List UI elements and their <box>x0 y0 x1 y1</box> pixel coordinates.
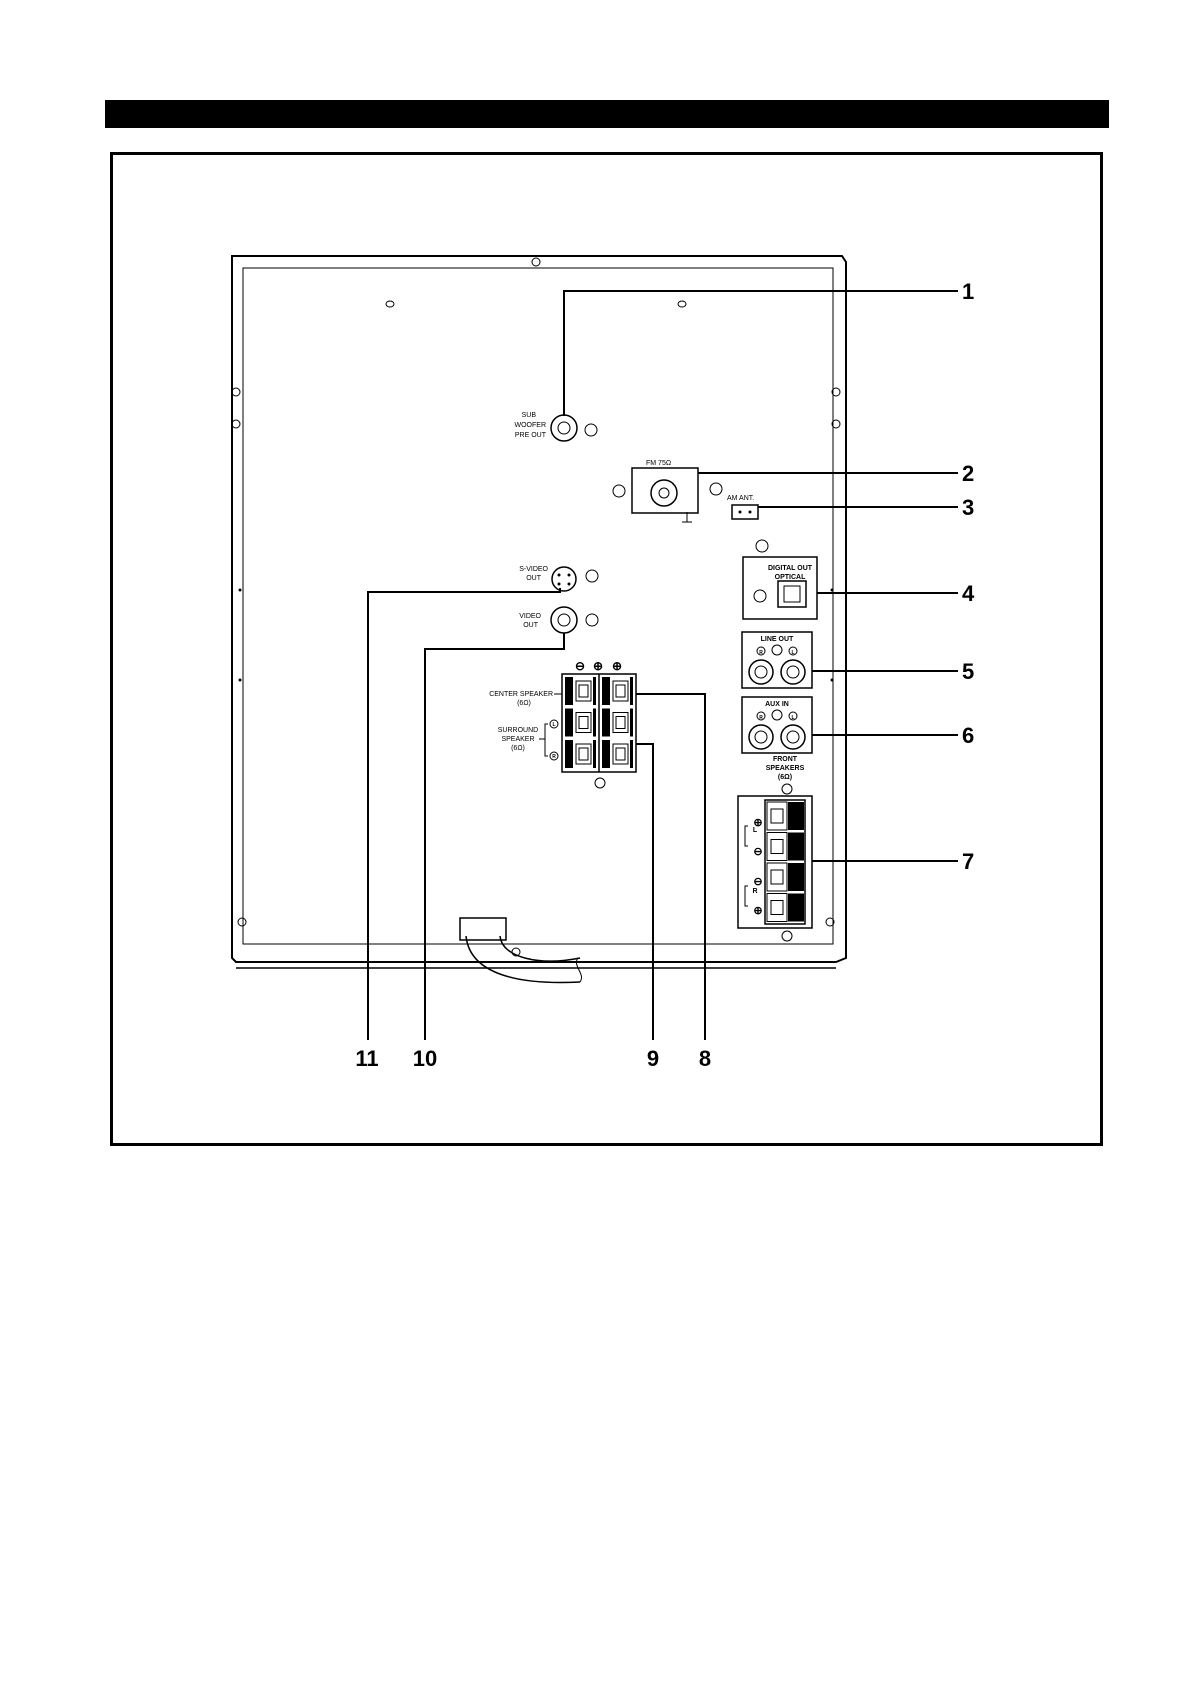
surround-label-1: SURROUND <box>498 727 538 734</box>
center-surround-terminal <box>565 677 596 705</box>
fm-label: FM 75Ω <box>646 460 671 467</box>
surround-label-3: (6Ω) <box>511 745 525 752</box>
aux-in-jacks: AUX IN R L <box>741 696 813 754</box>
power-cord <box>459 917 582 984</box>
callout-7: 7 <box>962 849 974 874</box>
center-surround-terminal <box>565 708 596 737</box>
center-surround-speaker-terminals: ⊖ ⊕ ⊕ CENTER SPEAKER (6Ω) SURROUND SPEAK… <box>489 659 637 789</box>
video-label-1: VIDEO <box>519 613 541 620</box>
front-terminal <box>766 893 804 922</box>
line-out-label: LINE OUT <box>761 636 794 643</box>
callout-numbers: 1 2 3 4 5 6 7 8 9 10 11 <box>355 279 975 1071</box>
center-ground-mark: ⊕ <box>593 659 603 673</box>
surround-l-mark: L <box>552 722 555 728</box>
callout-3: 3 <box>962 495 974 520</box>
front-l-label: L <box>753 827 758 834</box>
front-terminal <box>766 862 804 892</box>
center-plus-mark: ⊕ <box>612 659 622 673</box>
line-out-r-label: R <box>759 650 763 656</box>
center-surround-terminal <box>565 740 596 768</box>
video-label-2: OUT <box>523 622 539 629</box>
callout-11: 11 <box>355 1046 378 1071</box>
callout-9: 9 <box>647 1046 659 1071</box>
front-label-1: FRONT <box>773 756 798 763</box>
aux-in-r-label: R <box>759 715 763 721</box>
center-label-2: (6Ω) <box>517 700 531 707</box>
title-bar <box>105 100 1109 128</box>
surround-r-mark: R <box>552 754 556 760</box>
subwoofer-label-2: WOOFER <box>515 422 547 429</box>
s-video-out-jack: S-VIDEO OUT <box>519 566 599 592</box>
callout-8: 8 <box>699 1046 711 1071</box>
svideo-label-2: OUT <box>526 575 542 582</box>
subwoofer-label-3: PRE OUT <box>515 432 547 439</box>
front-label-3: (6Ω) <box>778 774 792 781</box>
center-surround-terminal <box>602 677 633 705</box>
digital-label-2: OPTICAL <box>775 574 806 581</box>
video-out-jack: VIDEO OUT <box>519 606 599 634</box>
callout-1: 1 <box>962 279 974 304</box>
callout-4: 4 <box>962 581 975 606</box>
aux-in-l-label: L <box>791 715 794 721</box>
rear-panel <box>231 255 847 969</box>
surround-label-2: SPEAKER <box>501 736 534 743</box>
line-out-jacks: LINE OUT R L <box>741 631 813 689</box>
center-minus-mark: ⊖ <box>575 659 585 673</box>
front-r-label: R <box>752 888 757 895</box>
front-terminal <box>766 801 804 831</box>
am-antenna-terminal: AM ANT. <box>727 495 759 520</box>
front-label-2: SPEAKERS <box>766 765 805 772</box>
front-speaker-terminals: L R ⊕ ⊖ ⊖ ⊕ <box>737 795 813 942</box>
digital-label-1: DIGITAL OUT <box>768 565 813 572</box>
callout-10: 10 <box>413 1046 437 1071</box>
am-label: AM ANT. <box>727 495 754 502</box>
svideo-label-1: S-VIDEO <box>519 566 548 573</box>
front-l-minus: ⊖ <box>753 846 762 858</box>
callout-2: 2 <box>962 461 974 486</box>
callout-6: 6 <box>962 723 974 748</box>
front-l-plus: ⊕ <box>753 817 762 829</box>
line-out-l-label: L <box>791 650 794 656</box>
front-speakers-label: FRONT SPEAKERS (6Ω) <box>766 756 805 795</box>
center-label-1: CENTER SPEAKER <box>489 691 553 698</box>
front-r-plus: ⊕ <box>753 905 762 917</box>
front-terminal <box>766 832 804 861</box>
figure-frame <box>110 152 1103 1146</box>
center-surround-terminal <box>602 708 633 737</box>
callout-leaders <box>367 290 958 1040</box>
digital-optical-out: DIGITAL OUT OPTICAL <box>742 539 818 620</box>
subwoofer-label-1: SUB <box>522 412 537 419</box>
callout-5: 5 <box>962 659 974 684</box>
center-surround-terminal <box>602 740 633 768</box>
subwoofer-pre-out-jack: SUB WOOFER PRE OUT <box>515 412 598 442</box>
fm-antenna-terminal: FM 75Ω <box>612 460 723 523</box>
front-r-minus: ⊖ <box>753 876 762 888</box>
aux-in-label: AUX IN <box>765 701 789 708</box>
